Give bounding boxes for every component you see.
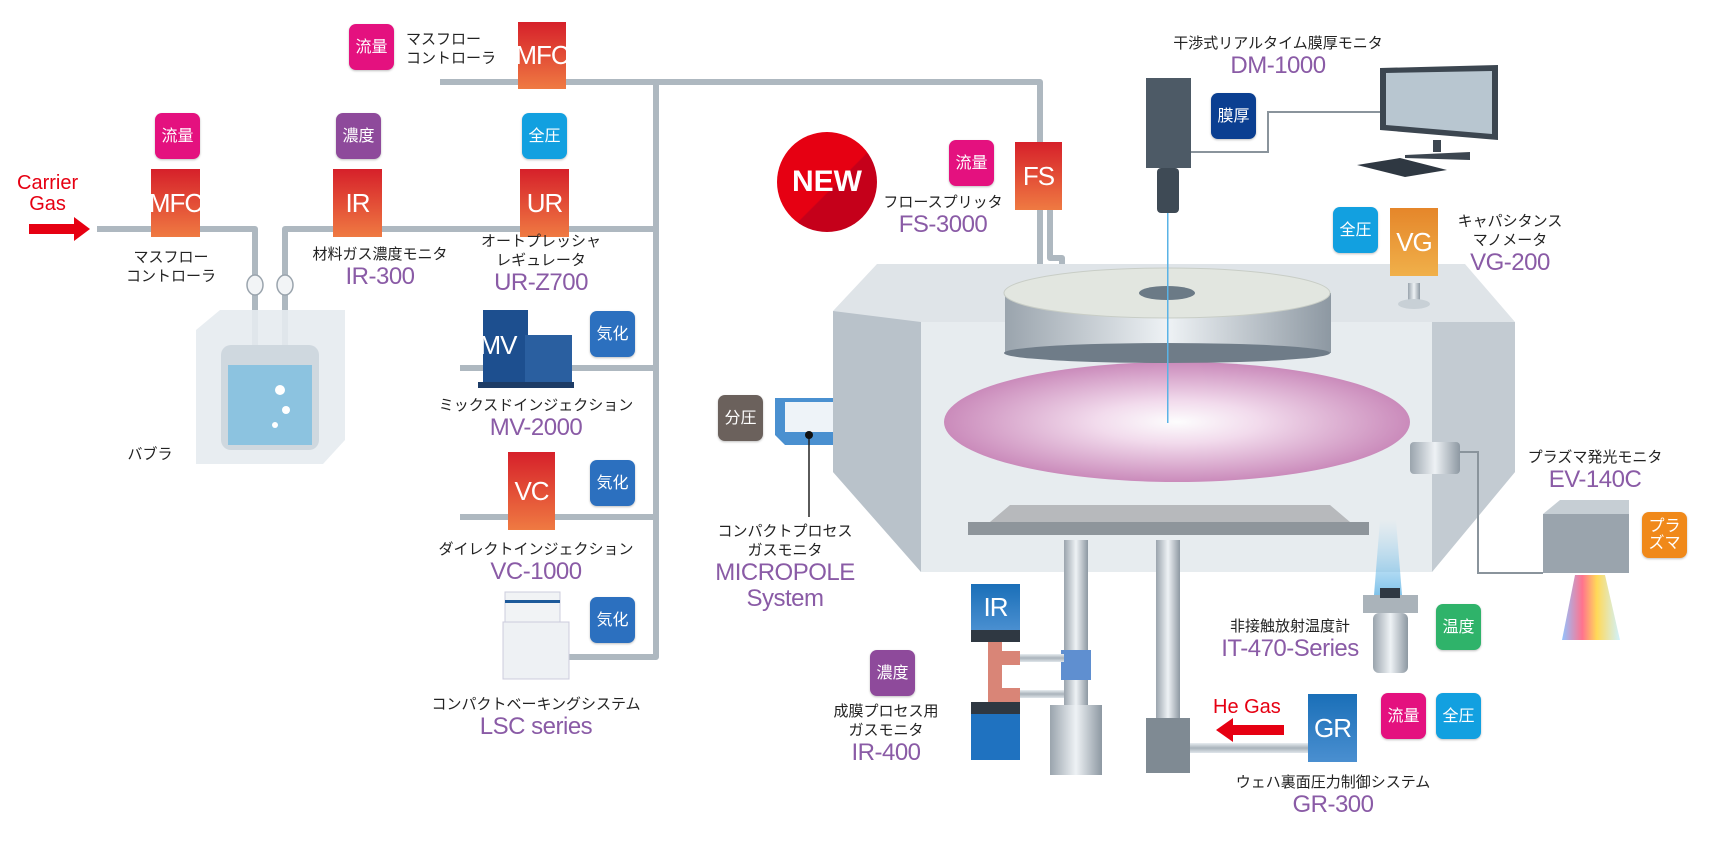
model-number: GR-300 bbox=[1292, 791, 1374, 818]
badge-vapor-vc: 気化 bbox=[590, 460, 635, 506]
model-number: VC-1000 bbox=[490, 558, 582, 585]
product-name: コンパクトベーキングシステム bbox=[431, 696, 641, 713]
badge-temp-it: 温度 bbox=[1436, 604, 1481, 650]
product-name: フロースプリッタ bbox=[883, 194, 1003, 211]
carrier-gas-label: Carrier Gas bbox=[17, 172, 79, 215]
device-mfc-top: MFC bbox=[515, 22, 570, 89]
mv-unit bbox=[478, 310, 574, 388]
model-number: VG-200 bbox=[1470, 249, 1550, 276]
product-name: オートプレッシャ レギュレータ bbox=[480, 233, 602, 269]
badge-pressure-gr: 全圧 bbox=[1436, 693, 1481, 739]
badge-flow-fs: 流量 bbox=[949, 140, 994, 186]
device-mv: MV bbox=[479, 329, 518, 360]
ev-sensor bbox=[1410, 442, 1629, 640]
dm-beam bbox=[1167, 213, 1169, 423]
product-name: ミックスドインジェクション bbox=[438, 397, 634, 414]
device-ur: UR bbox=[520, 169, 569, 237]
model-number: FS-3000 bbox=[898, 211, 988, 238]
dm-probe bbox=[1146, 78, 1380, 213]
model-number: EV-140C bbox=[1548, 466, 1642, 493]
product-name: 材料ガス濃度モニタ bbox=[312, 246, 448, 263]
badge-vapor-mv: 気化 bbox=[590, 311, 635, 357]
model-number: UR-Z700 bbox=[494, 269, 588, 296]
device-ir-300: IR bbox=[333, 169, 382, 237]
exhaust-pipes bbox=[1020, 540, 1308, 775]
lsc-unit bbox=[502, 591, 570, 680]
product-name: マスフロー コントローラ bbox=[125, 249, 217, 285]
model-number: IR-300 bbox=[345, 263, 415, 290]
device-vc: VC bbox=[508, 452, 555, 530]
model-number: DM-1000 bbox=[1230, 52, 1326, 79]
device-vg: VG bbox=[1390, 208, 1438, 276]
badge-plasma-ev: プラ ズマ bbox=[1642, 512, 1687, 558]
new-badge: NEW bbox=[777, 132, 877, 232]
process-chamber bbox=[833, 264, 1515, 572]
model-number: IR-400 bbox=[851, 739, 921, 766]
product-name: プラズマ発光モニタ bbox=[1527, 449, 1663, 466]
product-name: ダイレクトインジェクション bbox=[438, 541, 634, 558]
ir400-body bbox=[971, 630, 1020, 760]
label-mfc-left: マスフロー コントローラ bbox=[126, 248, 216, 286]
badge-partial-micropole: 分圧 bbox=[718, 395, 763, 441]
he-gas-label: He Gas bbox=[1213, 696, 1281, 718]
product-name: マスフロー コントローラ bbox=[406, 31, 497, 67]
badge-flow-gr: 流量 bbox=[1381, 693, 1426, 739]
bubbler bbox=[196, 310, 345, 464]
carrier-arrow bbox=[29, 217, 90, 241]
product-name: バブラ bbox=[127, 446, 173, 463]
label-mfc-top: マスフロー コントローラ bbox=[406, 30, 496, 68]
badge-vapor-lsc: 気化 bbox=[590, 597, 635, 643]
device-mfc-left: MFC bbox=[149, 169, 203, 237]
he-gas-arrow bbox=[1216, 718, 1284, 742]
product-name: 非接触放射温度計 bbox=[1229, 618, 1350, 635]
badge-flow-top: 流量 bbox=[349, 24, 394, 70]
product-name: コンパクトプロセス ガスモニタ bbox=[717, 523, 853, 559]
device-fs: FS bbox=[1015, 142, 1062, 210]
device-ir-400: IR bbox=[971, 584, 1020, 630]
it-sensor bbox=[1363, 520, 1418, 673]
badge-flow-mfc: 流量 bbox=[155, 113, 200, 159]
label-bubbler: バブラ bbox=[127, 445, 172, 464]
vg-stem bbox=[1398, 283, 1430, 309]
valves bbox=[246, 274, 294, 296]
computer-monitor bbox=[1357, 65, 1498, 177]
model-number: IT-470-Series bbox=[1221, 635, 1359, 662]
badge-conc-ir400: 濃度 bbox=[870, 650, 915, 696]
badge-pressure-vg: 全圧 bbox=[1333, 207, 1378, 253]
product-name: ウェハ裏面圧力制御システム bbox=[1235, 774, 1431, 791]
device-gr: GR bbox=[1308, 694, 1357, 762]
model-number: MV-2000 bbox=[489, 414, 583, 441]
product-name: キャパシタンス マノメータ bbox=[1457, 213, 1563, 249]
product-name: 成膜プロセス用 ガスモニタ bbox=[833, 703, 939, 739]
model-number: LSC series bbox=[479, 713, 593, 740]
badge-pressure-ur: 全圧 bbox=[522, 113, 567, 159]
badge-thickness-dm: 膜厚 bbox=[1211, 93, 1256, 139]
model-number: MICROPOLE System bbox=[715, 559, 855, 612]
product-name: 干渉式リアルタイム膜厚モニタ bbox=[1173, 35, 1383, 52]
badge-conc-ir300: 濃度 bbox=[336, 113, 381, 159]
